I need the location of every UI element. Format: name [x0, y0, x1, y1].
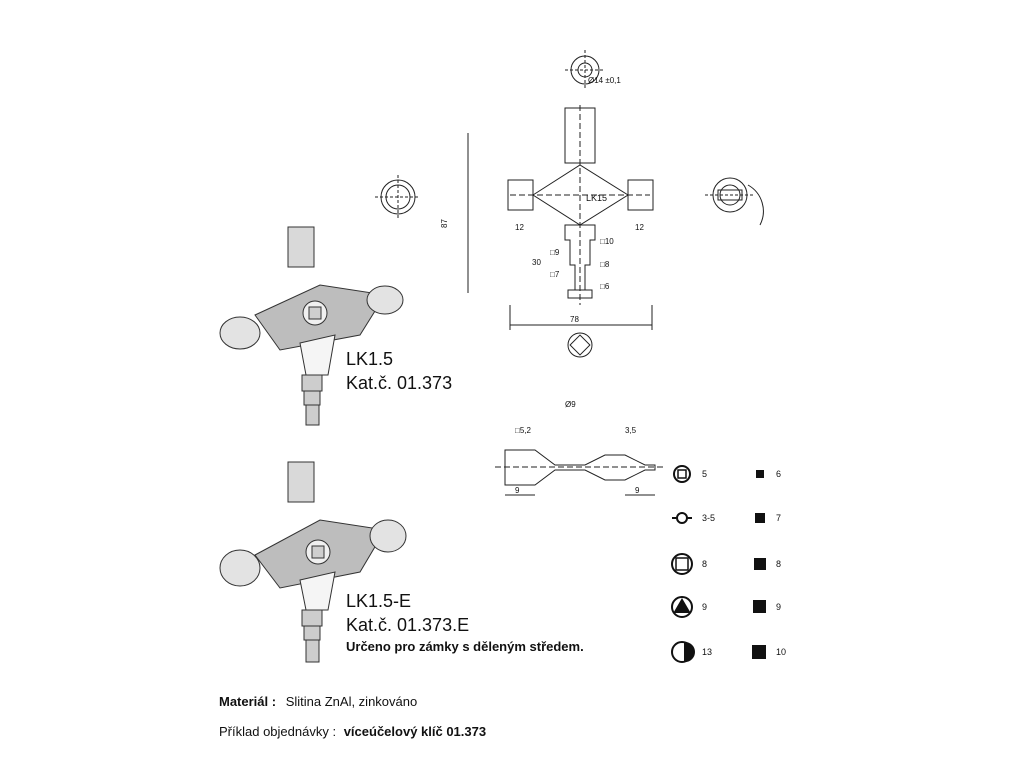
legend-left-5: 5	[702, 469, 707, 479]
svg-text:Ø9: Ø9	[565, 400, 576, 409]
legend-right-9: 9	[776, 602, 781, 612]
center-label: LK15	[586, 193, 607, 203]
order-label: Příklad objednávky :	[219, 724, 337, 739]
legend-right-6: 6	[776, 469, 781, 479]
dim-12-left: 12	[515, 223, 524, 232]
legend-left-3-5: 3-5	[702, 513, 715, 523]
material-value: Slitina ZnAl, zinkováno	[285, 694, 418, 709]
key-main-view	[467, 105, 654, 330]
legend-right-10: 10	[776, 647, 786, 657]
svg-text:3,5: 3,5	[625, 426, 637, 435]
product-image-lk15	[219, 226, 404, 426]
left-detail	[375, 175, 420, 219]
bottom-detail	[567, 332, 593, 358]
technical-drawing: Ø14 ±0,1 87 78 LK15 □10 □9 □8 □7 □6 12 1…	[375, 50, 764, 358]
profile-legend: 5 3-5 8 9 13 6 7 8 9 10	[671, 465, 786, 663]
sq-6: □6	[600, 282, 610, 291]
material-line: Materiál : Slitina ZnAl, zinkováno	[219, 694, 417, 709]
legend-left-9: 9	[702, 602, 707, 612]
legend-right-7: 7	[776, 513, 781, 523]
product-model-1: LK1.5	[346, 349, 394, 369]
sq-7: □7	[550, 270, 560, 279]
material-label: Materiál :	[219, 694, 277, 709]
order-value: víceúčelový klíč 01.373	[343, 724, 487, 739]
legend-right-8: 8	[776, 559, 781, 569]
dim-height: 87	[440, 219, 449, 228]
order-line: Příklad objednávky : víceúčelový klíč 01…	[219, 724, 486, 739]
product-catalog-1: Kat.č. 01.373	[346, 373, 453, 393]
right-detail	[705, 177, 764, 226]
dim-12-right: 12	[635, 223, 644, 232]
sq-8: □8	[600, 260, 610, 269]
section-drawing: Ø9 □5,2 3,5 9 9	[495, 400, 665, 496]
sq-10: □10	[600, 237, 614, 246]
top-detail	[565, 50, 605, 90]
dim-width: 78	[570, 315, 579, 324]
product-image-lk15e	[219, 461, 407, 663]
product-model-2: LK1.5-E	[346, 591, 412, 611]
sq-9: □9	[550, 248, 560, 257]
legend-left-13: 13	[702, 647, 712, 657]
dim-30: 30	[532, 258, 541, 267]
svg-text:□5,2: □5,2	[515, 426, 532, 435]
product-catalog-2: Kat.č. 01.373.E	[346, 615, 470, 635]
dim-top: Ø14 ±0,1	[588, 76, 621, 85]
svg-text:9: 9	[635, 486, 640, 495]
svg-text:9: 9	[515, 486, 520, 495]
product-note-2: Určeno pro zámky s děleným středem.	[346, 639, 584, 654]
legend-left-8: 8	[702, 559, 707, 569]
